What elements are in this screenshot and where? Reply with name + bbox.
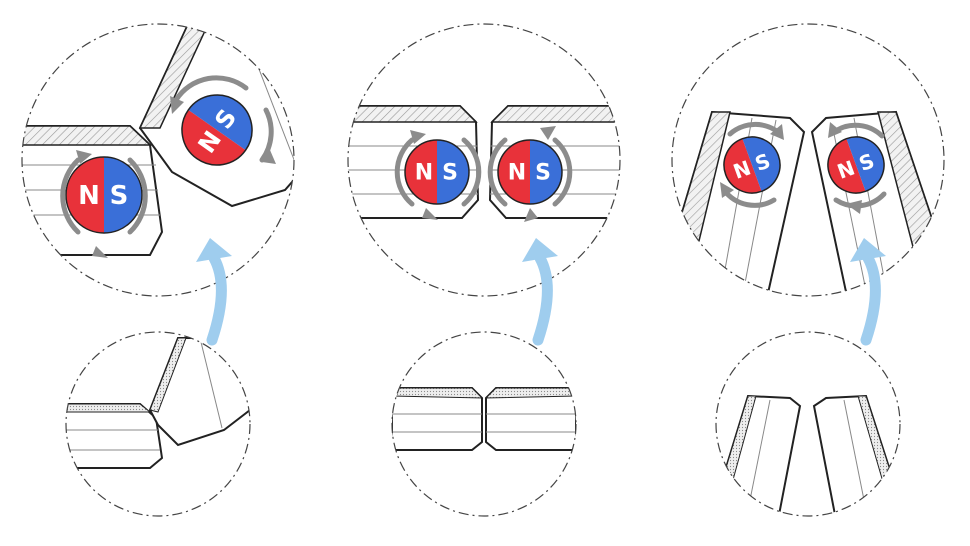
rotation-arrowheads — [76, 150, 108, 258]
rotation-arrow-icon — [60, 157, 148, 235]
magnet-north-label: N — [834, 156, 858, 184]
magnet-north-label: N — [508, 161, 526, 186]
magnet-north-label: N — [78, 181, 100, 211]
overview-detail-right — [716, 394, 900, 516]
zoom-circle-small — [391, 331, 577, 517]
zoom-circle-small — [715, 331, 901, 517]
overview-detail-left — [66, 337, 250, 469]
rotation-arrow-icon — [487, 137, 573, 207]
rotation-arrow-icon — [173, 75, 274, 163]
curved-arrow-icon — [850, 238, 886, 346]
panel-middle: N S N S — [347, 23, 621, 517]
rotation-arrowheads — [828, 122, 862, 214]
magnet-north-label: N — [415, 161, 433, 186]
curved-arrow-icon — [196, 238, 232, 346]
zoom-detail-middle — [348, 105, 620, 219]
magnet-right-2: N S — [827, 136, 885, 194]
magnet-left-1: N S — [65, 156, 143, 234]
magnet-middle-2: N S — [497, 139, 563, 205]
magnet-middle-1: N S — [404, 139, 470, 205]
zoom-circle-large — [671, 23, 945, 297]
rotation-arrow-icon — [721, 121, 781, 208]
panel-left: N S N S — [21, 23, 295, 517]
magnet-right-1: N S — [723, 136, 781, 194]
panel-right: N S N S — [671, 23, 945, 517]
overview-detail-middle — [392, 387, 576, 451]
magnet-south-label: S — [110, 181, 129, 211]
zoom-circle-large — [21, 23, 295, 297]
rotation-arrowheads — [410, 130, 438, 220]
rotation-arrowheads — [170, 96, 276, 164]
curved-arrow-icon — [522, 238, 558, 346]
rotation-arrowheads — [720, 124, 784, 198]
zoom-detail-right — [672, 110, 944, 296]
magnet-south-label: S — [535, 161, 551, 186]
zoom-circle-small — [65, 331, 251, 517]
rotation-arrow-icon — [394, 137, 482, 207]
magnet-south-label: S — [442, 161, 458, 186]
magnet-left-2: N S — [181, 94, 253, 166]
rotation-arrowheads — [524, 126, 556, 222]
zoom-circle-large — [347, 23, 621, 297]
magnet-north-label: N — [730, 156, 754, 184]
